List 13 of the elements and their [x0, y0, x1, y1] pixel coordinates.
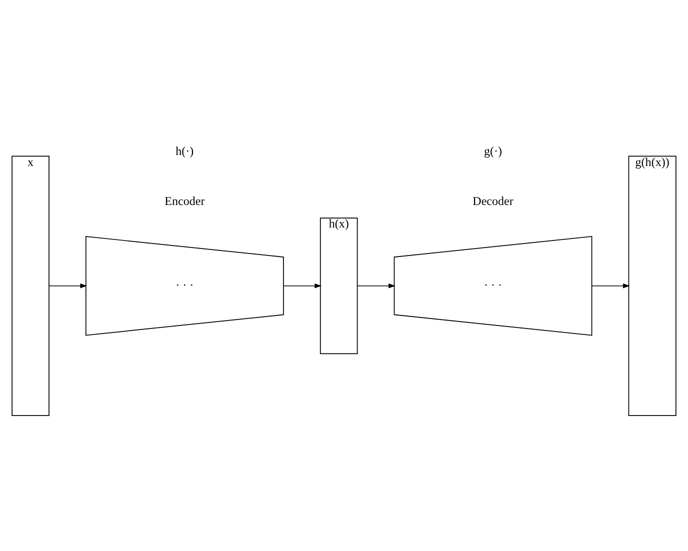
label: Encoder	[164, 193, 205, 208]
label: Decoder	[472, 193, 514, 208]
label: g(·)	[484, 144, 502, 158]
node-box: h(x)	[320, 217, 358, 354]
node-box: · · ·	[85, 236, 284, 336]
arrow	[591, 282, 630, 288]
node-box: g(h(x))	[628, 155, 676, 416]
node-box: · · ·	[394, 236, 592, 336]
arrow	[48, 282, 88, 288]
arrow	[357, 282, 396, 288]
node-box: x	[12, 155, 50, 416]
arrow	[283, 282, 322, 288]
label: h(·)	[176, 144, 194, 158]
